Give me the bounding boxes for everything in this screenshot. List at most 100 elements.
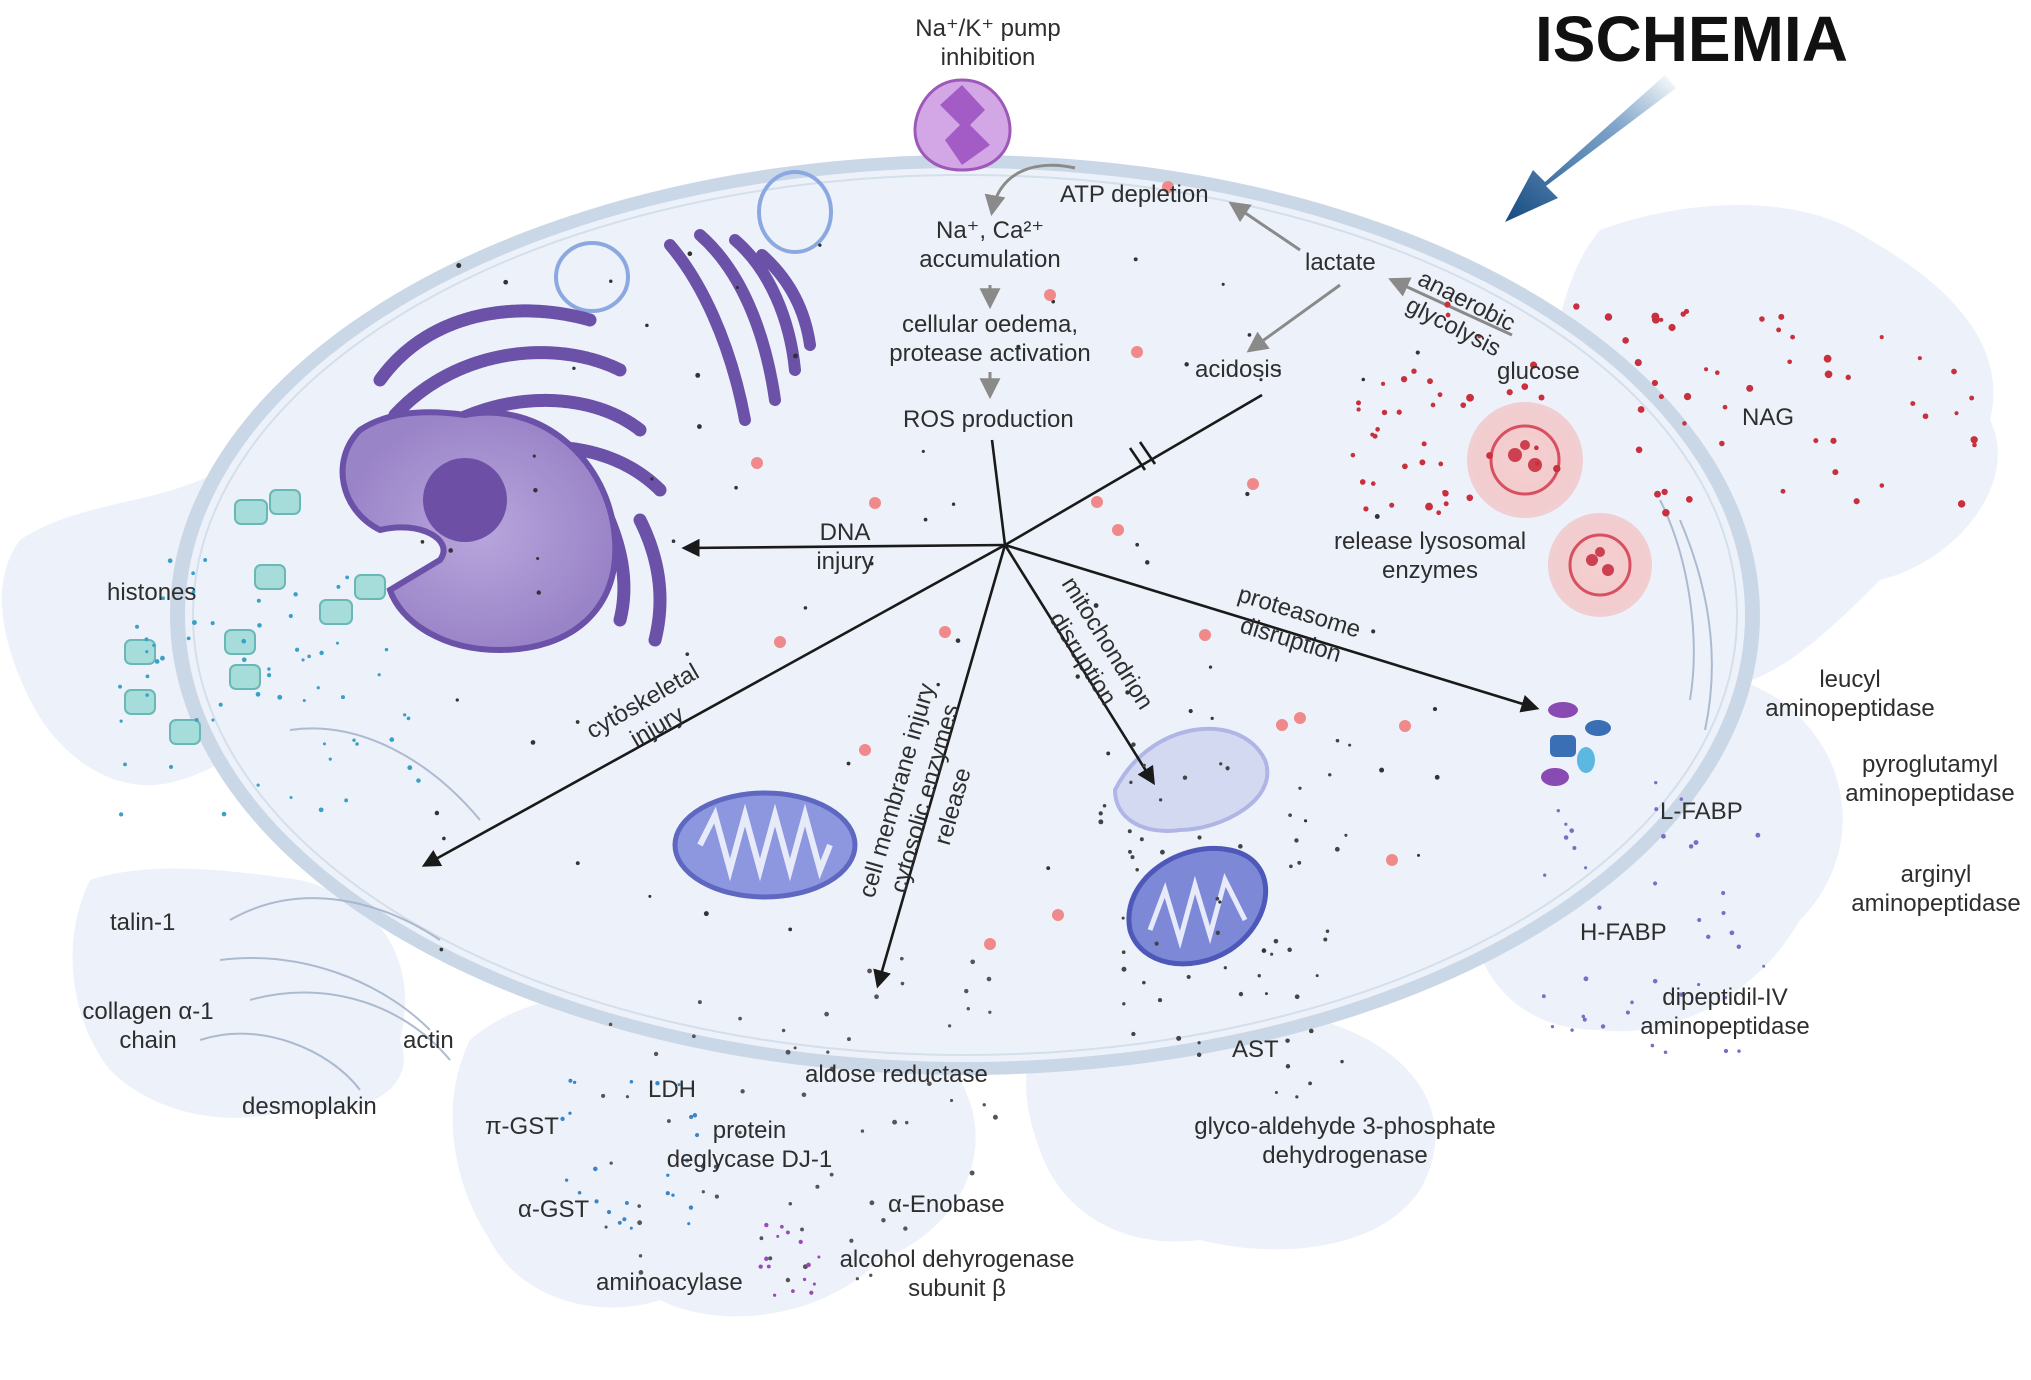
particle-dot — [966, 1007, 970, 1011]
particle-dot — [1223, 966, 1227, 970]
particle-dot — [1102, 803, 1107, 808]
particle-dot — [869, 1200, 875, 1206]
particle-dot — [1158, 798, 1163, 802]
particle-dot — [1379, 767, 1385, 773]
particle-dot — [817, 1255, 821, 1259]
particle-dot — [1776, 327, 1782, 333]
particle-dot — [1359, 479, 1366, 485]
particle-dot — [874, 994, 879, 1000]
particle-dot — [1824, 370, 1833, 379]
particle-dot — [1135, 542, 1140, 547]
particle-dot — [575, 861, 580, 866]
particle-dot — [1303, 819, 1308, 823]
particle-dot — [533, 488, 538, 493]
particle-dot — [1682, 421, 1687, 426]
particle-dot — [1534, 445, 1539, 451]
particle-dot — [1714, 370, 1720, 375]
particle-dot — [1637, 406, 1645, 413]
label-dj1-line1: protein — [712, 1117, 787, 1144]
particle-dot — [319, 650, 324, 656]
particle-dot — [1356, 400, 1361, 406]
particle-dot — [1652, 978, 1658, 984]
particle-dot — [1679, 992, 1684, 997]
particle-dot — [168, 764, 174, 770]
particle-dot — [1659, 317, 1664, 322]
inhibition-tick-2 — [1138, 441, 1157, 465]
particle-dot — [1135, 867, 1139, 872]
particle-dot — [815, 1184, 820, 1189]
particle-dot — [355, 742, 359, 746]
particle-dot — [442, 836, 446, 841]
particle-dot — [456, 263, 462, 269]
vesicle-dot — [1131, 346, 1143, 358]
inhibition-tick-1 — [1128, 447, 1147, 471]
particle-dot — [992, 1114, 998, 1120]
acidosis-to-center — [1004, 393, 1263, 547]
particle-dot — [734, 485, 738, 490]
particle-dot — [1556, 808, 1560, 813]
particle-dot — [560, 1116, 565, 1122]
particle-dot — [764, 1256, 769, 1261]
particle-dot — [648, 894, 652, 898]
particle-dot — [824, 1011, 829, 1017]
particle-dot — [1879, 335, 1884, 340]
particle-dot — [653, 1051, 659, 1057]
arrow-proteasome — [1004, 543, 1540, 713]
particle-dot — [1444, 301, 1451, 308]
particle-dot — [1335, 738, 1340, 743]
label-collagen-line2: chain — [119, 1027, 177, 1054]
particle-dot — [881, 1217, 886, 1223]
particle-dot — [1535, 461, 1540, 466]
particle-dot — [1443, 501, 1449, 507]
particle-dot — [692, 1113, 698, 1118]
vesicle-dot — [1162, 181, 1174, 193]
particle-dot — [685, 1158, 690, 1163]
particle-dot — [1285, 1038, 1290, 1043]
particle-dot — [1651, 379, 1659, 387]
particle-dot — [1630, 1000, 1634, 1005]
particle-dot — [154, 659, 160, 664]
particle-dot — [1130, 855, 1135, 860]
particle-dot — [344, 798, 349, 803]
particle-dot — [1506, 389, 1513, 396]
label-glucose: glucose — [1497, 358, 1580, 385]
particle-dot — [1415, 350, 1420, 355]
particle-dot — [687, 1222, 691, 1226]
particle-dot — [455, 698, 459, 702]
label-accumulation: Na⁺, Ca²⁺ accumulation — [895, 216, 1085, 274]
particle-dot — [1157, 997, 1163, 1003]
particle-dot — [1051, 299, 1056, 304]
particle-dot — [803, 606, 808, 610]
particle-dot — [257, 623, 262, 628]
particle-dot — [601, 1093, 606, 1098]
particle-dot — [701, 1165, 705, 1169]
particle-dot — [118, 684, 122, 689]
vesicle-dot — [869, 497, 881, 509]
particle-dot — [785, 1049, 791, 1055]
particle-dot — [1697, 982, 1701, 987]
particle-dot — [1625, 1010, 1630, 1015]
particle-dot — [622, 1217, 627, 1222]
particle-dot — [256, 783, 260, 787]
particle-dot — [1219, 762, 1223, 766]
particle-dot — [1328, 773, 1332, 777]
particle-dot — [604, 1225, 608, 1229]
particle-dot — [695, 372, 701, 378]
particle-dot — [1660, 833, 1666, 839]
vesicle-dot — [1247, 478, 1259, 490]
particle-dot — [1370, 481, 1376, 486]
particle-dot — [1294, 838, 1299, 843]
particle-dot — [923, 517, 928, 522]
particle-dot — [536, 556, 540, 560]
particle-dot — [1972, 442, 1977, 448]
particle-dot — [701, 1190, 705, 1194]
arrow-mitochondrion — [1003, 544, 1155, 786]
particle-dot — [1238, 844, 1243, 849]
particle-dot — [703, 911, 709, 917]
particle-dot — [1704, 367, 1709, 372]
particle-dot — [1197, 1041, 1201, 1045]
particle-dot — [1668, 323, 1676, 332]
particle-dot — [1917, 356, 1922, 361]
particle-dot — [203, 558, 208, 562]
particle-dot — [1432, 706, 1438, 712]
